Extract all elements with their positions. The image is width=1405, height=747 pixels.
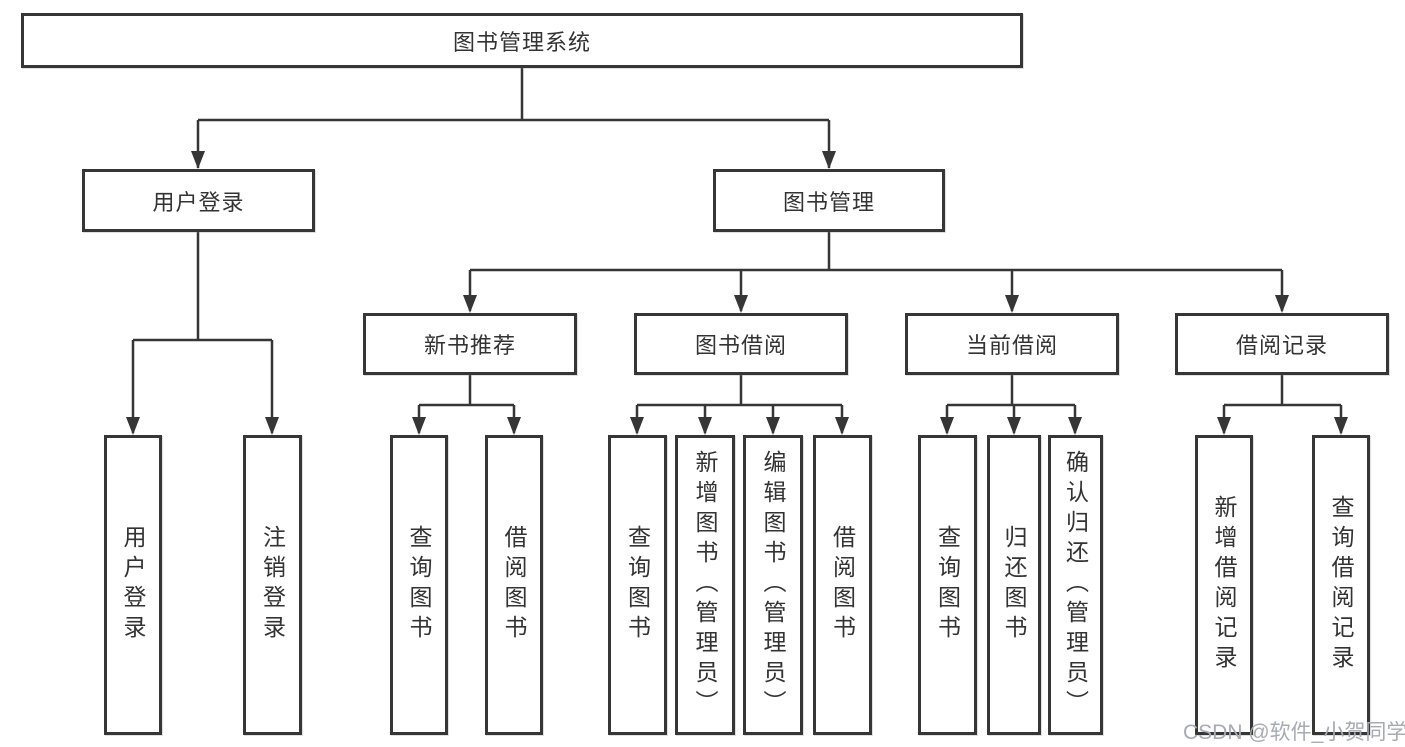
leaf-records-query-borrow-record: 查询借阅记录 <box>1312 435 1370 735</box>
leaf-records-add-borrow-record: 新增借阅记录 <box>1195 435 1253 735</box>
leaf-logout-login: 注销登录 <box>243 435 302 735</box>
connector-root-to-level2 <box>196 68 831 168</box>
node-book-management: 图书管理 <box>713 169 945 232</box>
connector-bookmgmt-to-level3 <box>468 232 1284 311</box>
leaf-borrowing-borrow-books: 借阅图书 <box>813 435 872 735</box>
connector-records-to-leaves <box>1222 375 1343 433</box>
connector-bookborrow-to-leaves <box>635 375 844 433</box>
leaf-user-login: 用户登录 <box>104 435 162 735</box>
leaf-current-confirm-return-admin: 确认归还（管理员） <box>1048 435 1103 735</box>
node-borrowing-records: 借阅记录 <box>1175 313 1389 375</box>
node-user-login: 用户登录 <box>82 169 315 232</box>
leaf-current-return-books: 归还图书 <box>987 435 1041 735</box>
node-library-management-system: 图书管理系统 <box>21 13 1023 68</box>
leaf-borrowing-add-books-admin: 新增图书（管理员） <box>675 435 735 735</box>
leaf-current-query-books: 查询图书 <box>918 435 977 735</box>
node-current-borrowing: 当前借阅 <box>905 313 1119 375</box>
node-book-borrowing: 图书借阅 <box>634 313 848 375</box>
leaf-newbook-borrow-books: 借阅图书 <box>485 435 543 735</box>
arrowheads <box>126 151 1348 435</box>
leaf-borrowing-edit-books-admin: 编辑图书（管理员） <box>743 435 803 735</box>
csdn-watermark: CSDN @软件_小贺同学 <box>1183 721 1405 744</box>
connector-userlogin-to-leaves <box>131 232 274 433</box>
node-new-book-recommend: 新书推荐 <box>363 313 577 375</box>
leaf-borrowing-query-books: 查询图书 <box>608 435 667 735</box>
connector-newbook-to-leaves <box>417 375 516 433</box>
leaf-newbook-query-books: 查询图书 <box>390 435 448 735</box>
